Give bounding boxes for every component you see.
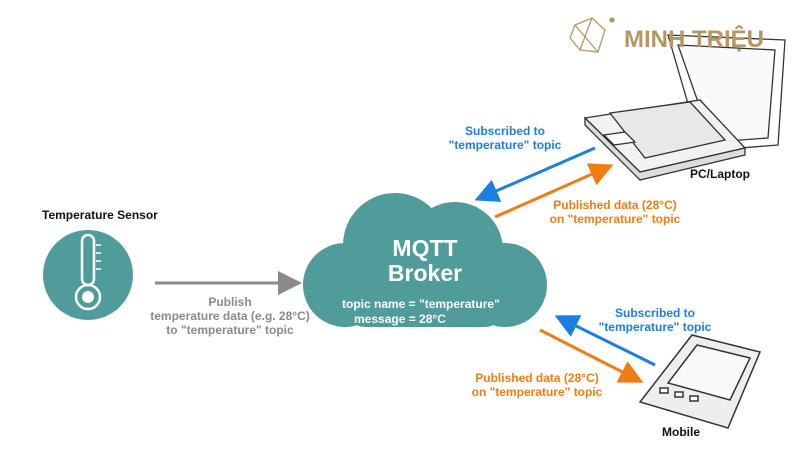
laptop-published-label: Published data (28°C) on "temperature" t… <box>540 198 690 226</box>
thermometer-icon <box>43 230 133 320</box>
laptop-icon <box>583 34 786 181</box>
label-line: on "temperature" topic <box>549 212 681 226</box>
label-line: Published data (28°C) <box>553 198 677 212</box>
publish-label-line: Publish <box>208 295 252 309</box>
mobile-subscribed-label: Subscribed to "temperature" topic <box>590 306 720 334</box>
broker-topic: topic name = "temperature" <box>342 297 500 311</box>
broker-message: message = 28°C <box>354 312 446 326</box>
laptop-publish-arrow <box>494 163 614 219</box>
laptop-subscribe-arrow <box>474 146 596 202</box>
laptop-label: PC/Laptop <box>690 167 750 181</box>
label-line: "temperature" topic <box>598 320 712 334</box>
label-line: on "temperature" topic <box>471 385 603 399</box>
publish-label: Publish temperature data (e.g. 28°C) to … <box>140 295 320 337</box>
mobile-subscribe-arrow <box>554 315 656 367</box>
broker-title-line2: Broker <box>387 260 463 286</box>
label-line: "temperature" topic <box>448 138 562 152</box>
mobile-published-label: Published data (28°C) on "temperature" t… <box>462 371 612 399</box>
label-line: Published data (28°C) <box>475 371 599 385</box>
logo-crystal-icon <box>569 17 615 53</box>
publish-label-line: temperature data (e.g. 28°C) <box>150 309 310 323</box>
mobile-label: Mobile <box>662 425 700 439</box>
label-line: Subscribed to <box>464 124 545 138</box>
broker-cloud <box>303 193 547 327</box>
broker-title-line1: MQTT <box>392 235 458 261</box>
laptop-subscribed-label: Subscribed to "temperature" topic <box>440 124 570 152</box>
publish-label-line: to "temperature" topic <box>166 323 294 337</box>
sensor-title: Temperature Sensor <box>42 208 158 222</box>
mobile-publish-arrow <box>539 328 644 383</box>
logo-text: MINH TRIỆU <box>624 26 764 53</box>
broker-title: MQTT Broker <box>330 236 520 286</box>
label-line: Subscribed to <box>614 306 695 320</box>
mobile-phone-icon <box>638 334 762 429</box>
